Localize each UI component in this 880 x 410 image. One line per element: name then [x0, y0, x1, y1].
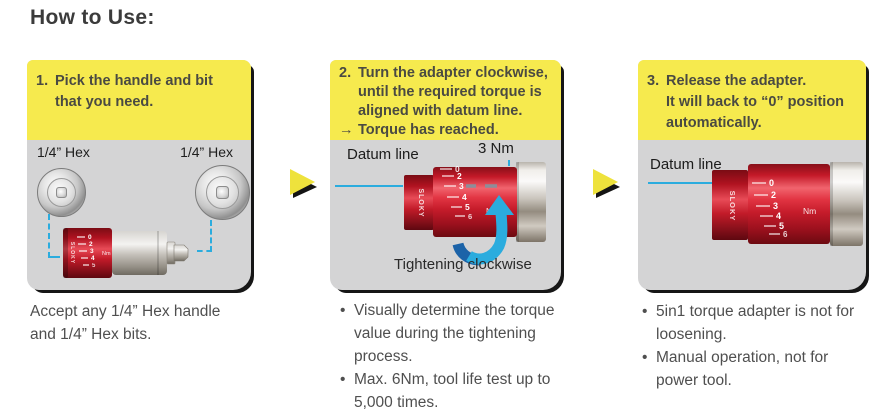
scale-number: 0: [88, 234, 92, 241]
brand-label: SLOKY: [69, 242, 75, 264]
step-1-card: 1. Pick the handle and bit that you need…: [27, 60, 251, 290]
clockwise-rotation-arrow-icon: [452, 195, 514, 266]
scale-number: 5: [92, 263, 96, 269]
hex-bit-icon: [173, 244, 189, 262]
scale-number: 6: [468, 212, 472, 221]
torque-value-label: 3 Nm: [478, 140, 514, 157]
note-item: • Manual operation, not for power tool.: [642, 346, 872, 392]
hex-socket-icon: [195, 165, 250, 220]
step-1-instruction-text: Pick the handle and bit that you need.: [55, 73, 213, 110]
scale-number: 3: [459, 181, 464, 191]
note-text: Max. 6Nm, tool life test up to 5,000 tim…: [354, 371, 551, 410]
scale-number: 5: [465, 202, 470, 212]
scale-number: 2: [457, 171, 462, 181]
hex-socket-icon: [37, 168, 86, 217]
bullet-icon: •: [642, 303, 648, 320]
rotation-direction-label: Tightening clockwise: [394, 256, 532, 273]
result-arrow: →: [339, 122, 354, 138]
step-3-instruction-text: Release the adapter. It will back to “0”…: [666, 73, 845, 131]
next-step-arrow-icon: [593, 169, 620, 198]
datum-line-pointer: [335, 185, 403, 187]
scale-number: 2: [89, 241, 93, 248]
scale-number: 4: [776, 211, 781, 221]
step-1-illustration: 1/4” Hex 1/4” Hex 0 2 3 4: [27, 140, 251, 290]
unit-label: Nm: [803, 206, 816, 216]
unit-label: Nm: [102, 251, 111, 257]
step-1-note: Accept any 1/4” Hex handle and 1/4” Hex …: [30, 303, 221, 343]
note-text: Visually determine the torque value duri…: [354, 302, 555, 365]
step-3-instruction-box: 3. Release the adapter. It will back to …: [638, 60, 866, 140]
page-title: How to Use:: [30, 6, 155, 29]
step-3-illustration: Datum line 0 2 3 4 5 6 Nm SLOKY: [638, 140, 866, 290]
dashed-connector-line: [197, 220, 212, 252]
scale-number: 5: [779, 221, 784, 231]
step-2-number: 2.: [339, 65, 352, 81]
step-2-notes: • Visually determine the torque value du…: [340, 299, 578, 410]
step-2-result-text: Torque has reached.: [358, 122, 499, 138]
bullet-icon: •: [642, 349, 648, 366]
note-text: Manual operation, not for power tool.: [656, 349, 829, 389]
note-item: • Max. 6Nm, tool life test up to 5,000 t…: [340, 368, 578, 410]
scale-number: 0: [769, 178, 774, 188]
scale-number: 4: [91, 255, 95, 262]
step-2-illustration: Datum line 3 Nm 0 2 3 4 5 6: [330, 140, 561, 290]
step-1-instruction-box: 1. Pick the handle and bit that you need…: [27, 60, 251, 140]
scale-number: 2: [771, 190, 776, 200]
hex-label-right: 1/4” Hex: [180, 144, 233, 160]
scale-number: 6: [783, 230, 788, 239]
step-2-card: 2. Turn the adapter clockwise, until the…: [330, 60, 561, 290]
note-item: • 5in1 torque adapter is not for looseni…: [642, 300, 872, 346]
step-1-number: 1.: [36, 73, 49, 89]
next-step-arrow-icon: [290, 169, 317, 198]
scale-number: 3: [90, 248, 94, 255]
bullet-icon: •: [340, 371, 346, 388]
step-2-instruction-text: Turn the adapter clockwise, until the re…: [358, 65, 548, 119]
scale-number: 4: [462, 192, 467, 202]
scale-number: 0: [455, 164, 460, 174]
note-text: 5in1 torque adapter is not for loosening…: [656, 303, 855, 343]
step-3-card: 3. Release the adapter. It will back to …: [638, 60, 866, 290]
step-3-number: 3.: [647, 73, 660, 89]
scale-number: 3: [773, 201, 778, 211]
hex-label-left: 1/4” Hex: [37, 144, 90, 160]
brand-label: SLOKY: [728, 191, 737, 222]
bullet-icon: •: [340, 302, 346, 319]
datum-line-label: Datum line: [650, 156, 722, 173]
dashed-connector-line: [48, 214, 60, 258]
brand-label: SLOKY: [417, 188, 424, 217]
datum-line-label: Datum line: [347, 146, 419, 163]
torque-adapter-illustration: 0 2 3 4 5 Nm SLOKY: [63, 228, 189, 278]
torque-adapter-illustration: 0 2 3 4 5 6 Nm SLOKY: [712, 162, 863, 246]
note-item: • Visually determine the torque value du…: [340, 299, 578, 368]
step-2-instruction-box: 2. Turn the adapter clockwise, until the…: [330, 60, 561, 140]
datum-line-pointer: [648, 182, 712, 184]
step-3-notes: • 5in1 torque adapter is not for looseni…: [642, 300, 872, 392]
